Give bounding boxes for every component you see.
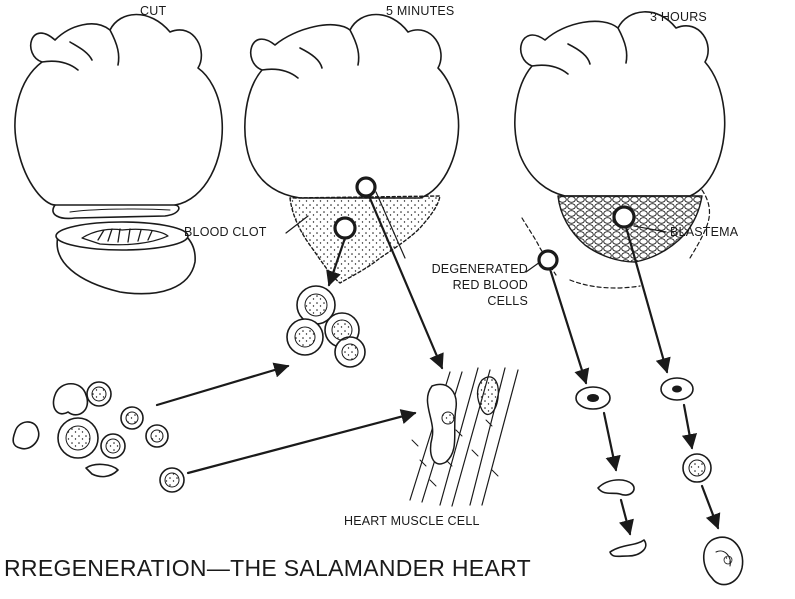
figure-title: RREGENERATION—THE SALAMANDER HEART xyxy=(4,555,531,582)
label-three-hours: 3 HOURS xyxy=(650,10,707,24)
three-hour-heart xyxy=(515,12,725,288)
label-cut: CUT xyxy=(140,4,166,18)
label-red-blood: RED BLOOD xyxy=(408,278,528,292)
degenerating-cells xyxy=(576,387,646,556)
label-heart-muscle-cell: HEART MUSCLE CELL xyxy=(344,514,480,528)
loose-cells xyxy=(13,382,184,492)
cut-heart xyxy=(15,15,222,219)
blood-cell-cluster xyxy=(287,286,365,367)
label-cells: CELLS xyxy=(408,294,528,308)
label-degenerated: DEGENERATED xyxy=(408,262,528,276)
blastema-cells xyxy=(661,378,743,585)
label-blood-clot: BLOOD CLOT xyxy=(184,225,267,239)
label-five-minutes: 5 MINUTES xyxy=(386,4,454,18)
cut-heart-slice xyxy=(56,222,195,294)
label-blastema: BLASTEMA xyxy=(670,225,738,239)
five-minute-heart xyxy=(245,15,459,284)
heart-muscle-fibers xyxy=(410,368,518,506)
